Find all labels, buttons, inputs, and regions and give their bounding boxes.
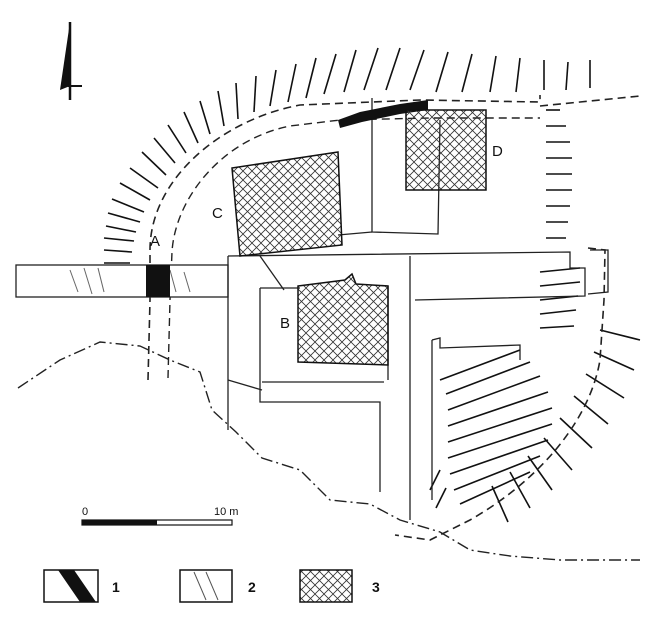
legend-item-1: 1 xyxy=(43,569,120,603)
scale-start-label: 0 xyxy=(82,506,88,518)
legend-number-2: 2 xyxy=(248,579,256,595)
legend-number-3: 3 xyxy=(372,579,380,595)
label-d: D xyxy=(492,143,503,160)
rampart-line xyxy=(147,95,641,541)
slope-hachures xyxy=(103,47,641,523)
boundary-line xyxy=(17,341,640,561)
area-c xyxy=(231,151,343,257)
trench xyxy=(15,264,229,298)
scale-bar: 0 10 m xyxy=(81,506,238,526)
legend-item-2: 2 xyxy=(179,569,256,603)
label-c: C xyxy=(212,205,223,222)
legend: 1 2 3 xyxy=(43,569,380,603)
area-b xyxy=(297,272,389,366)
legend-number-1: 1 xyxy=(112,579,120,595)
inner-rampart-line xyxy=(167,117,540,379)
north-arrow-icon xyxy=(60,22,82,100)
area-d xyxy=(405,109,487,191)
legend-item-3: 3 xyxy=(299,569,380,603)
scale-end-label: 10 m xyxy=(214,506,238,518)
label-a: A xyxy=(150,233,160,250)
building-outlines xyxy=(227,98,609,520)
dark-wall-segment xyxy=(338,100,428,128)
label-b: B xyxy=(280,315,290,332)
